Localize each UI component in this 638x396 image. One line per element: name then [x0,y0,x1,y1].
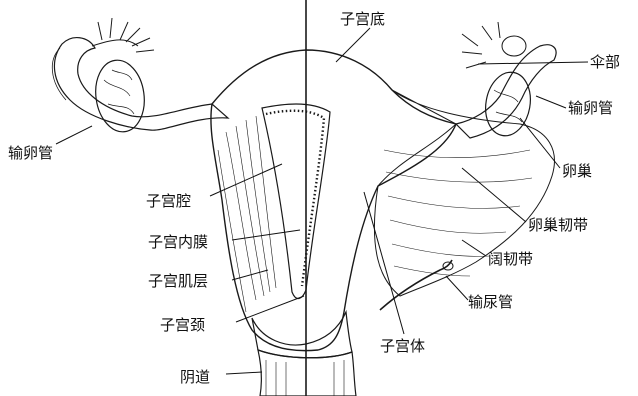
leader-vagina [226,372,262,374]
label-broad-ligament: 阔韧带 [488,250,533,268]
left-fimbriae [98,18,154,52]
leader-endometrium [232,230,300,240]
label-endometrium: 子宫内膜 [148,233,208,251]
endometrium-lining [266,111,324,286]
label-body: 子宫体 [380,337,425,355]
label-cervix: 子宫颈 [160,316,205,334]
label-fundus: 子宫底 [340,10,385,28]
leader-cervix [236,296,304,322]
leader-ureter [446,276,468,300]
label-vagina: 阴道 [180,368,210,386]
leader-tube-left [56,126,92,144]
label-fimbria: 伞部 [590,53,620,71]
label-tube-left: 输卵管 [8,144,53,162]
label-myometrium: 子宫肌层 [148,272,208,290]
leader-myometrium [232,270,268,280]
ureter-shape [380,260,452,310]
label-ovary: 卵巢 [562,162,592,180]
right-ovary [481,69,535,140]
leader-body [364,192,404,334]
label-cavity: 子宫腔 [146,192,191,210]
right-fallopian-tube [456,45,556,138]
label-tube-right: 输卵管 [568,99,613,117]
leader-fimbria [478,62,588,64]
leader-ovary [520,118,560,168]
uterine-cavity [262,104,330,299]
leader-fundus [336,28,370,62]
leader-tube-right [536,96,566,108]
leader-ovarian-ligament [462,168,526,222]
vagina-shape [258,350,356,396]
left-ovary [91,57,149,135]
anatomy-drawing [52,0,556,396]
leader-broad-ligament [462,240,486,256]
label-ureter: 输尿管 [468,293,513,311]
right-fimbriae [462,22,500,68]
label-ovarian-ligament: 卵巢韧带 [528,216,588,234]
